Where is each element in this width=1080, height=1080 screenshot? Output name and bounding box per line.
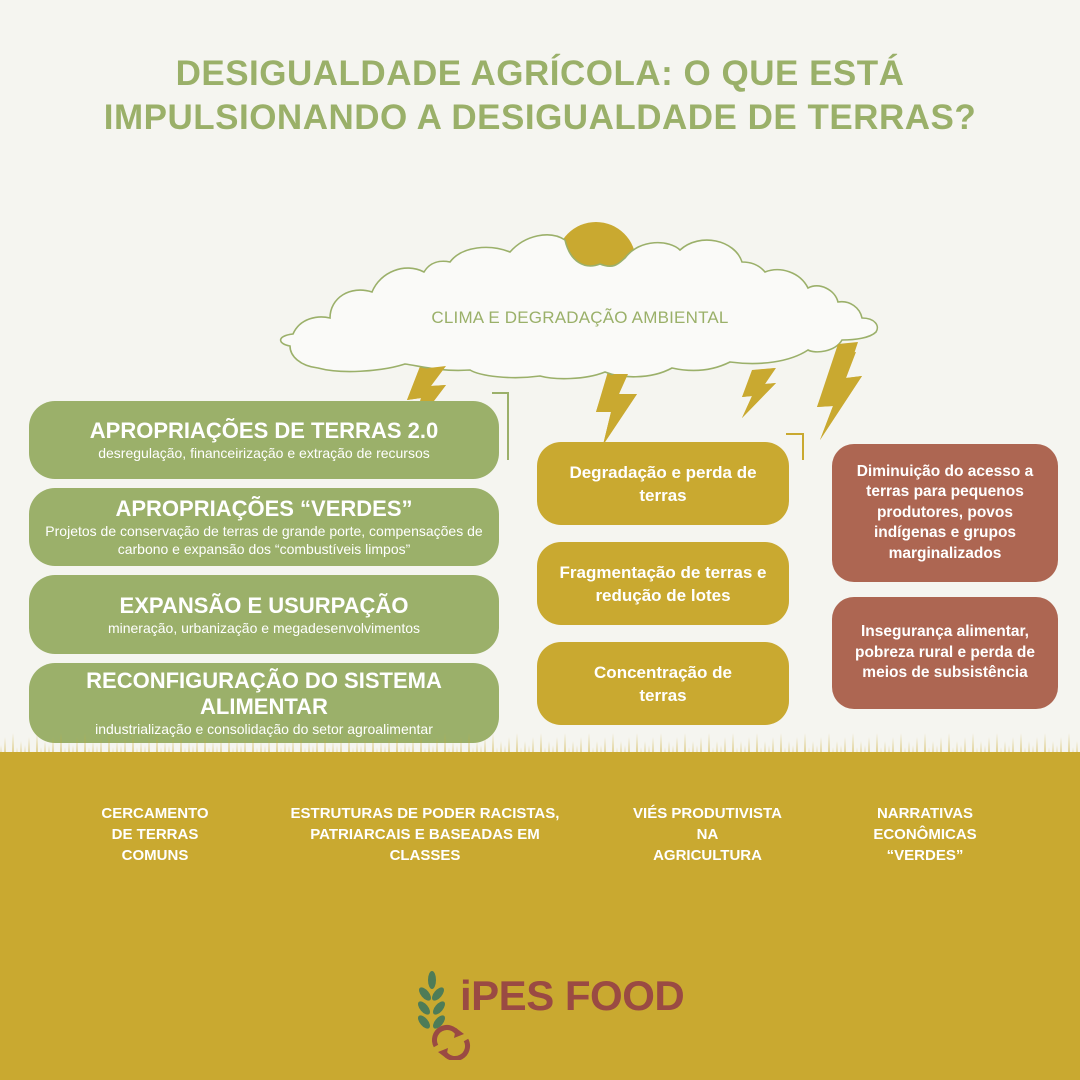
root-cause-line: VIÉS PRODUTIVISTA (633, 805, 782, 822)
root-cause-productivist-bias: VIÉS PRODUTIVISTA NA AGRICULTURA (610, 803, 805, 866)
root-cause-line: CLASSES (389, 847, 461, 864)
process-box-concentration: Concentração de terras (537, 642, 789, 725)
grass-edge (0, 725, 1080, 775)
root-cause-power-structures: ESTRUTURAS DE PODER RACISTAS, PATRIARCAI… (270, 803, 580, 866)
process-box-fragmentation: Fragmentação de terras e redução de lote… (537, 542, 789, 625)
process-label: Degradação e perda de terras (569, 462, 757, 505)
root-cause-green-narratives: NARRATIVAS ECONÔMICAS “VERDES” (855, 803, 995, 866)
recycle-arrows-icon (431, 1024, 471, 1060)
title-line-2: IMPULSIONANDO A DESIGUALDADE DE TERRAS? (103, 98, 977, 137)
root-cause-line: COMUNS (121, 847, 189, 864)
cloud-label: CLIMA E DEGRADAÇÃO AMBIENTAL (431, 308, 729, 327)
climate-cloud-illustration (279, 222, 879, 460)
processes-bracket (786, 433, 804, 460)
process-label: Fragmentação de terras e redução de lote… (559, 562, 767, 605)
driver-box-green-grabs: APROPRIAÇÕES “VERDES” Projetos de conser… (29, 488, 499, 566)
ground-band (0, 752, 1080, 1080)
driver-subtext: Projetos de conservação de terras de gra… (45, 523, 483, 557)
root-cause-line: “VERDES” (886, 847, 964, 864)
driver-box-expansion: EXPANSÃO E USURPAÇÃO mineração, urbaniza… (29, 575, 499, 654)
title-line-1: DESIGUALDADE AGRÍCOLA: O QUE ESTÁ (175, 54, 905, 93)
root-cause-line: NA (696, 826, 719, 843)
root-cause-enclosure: CERCAMENTO DE TERRAS COMUNS (70, 803, 240, 866)
root-cause-line: NARRATIVAS (876, 805, 974, 822)
root-cause-line: PATRIARCAIS E BASEADAS EM (310, 826, 540, 843)
driver-heading: EXPANSÃO E USURPAÇÃO (119, 592, 409, 618)
driver-subtext: desregulação, financeirização e extração… (98, 445, 430, 461)
wheat-icon (418, 971, 445, 1029)
outcome-box-insecurity: Insegurança alimentar, pobreza rural e p… (832, 597, 1058, 709)
driver-box-land-grabs: APROPRIAÇÕES DE TERRAS 2.0 desregulação,… (29, 401, 499, 479)
process-label: Concentração de terras (594, 662, 732, 705)
driver-heading: APROPRIAÇÕES “VERDES” (115, 496, 413, 521)
outcome-box-access: Diminuição do acesso a terras para peque… (832, 444, 1058, 582)
ipes-food-logo (418, 971, 471, 1060)
driver-subtext: mineração, urbanização e megadesenvolvim… (107, 619, 421, 636)
drivers-bracket (492, 392, 509, 460)
root-cause-line: ESTRUTURAS DE PODER RACISTAS, (290, 805, 560, 822)
driver-heading: APROPRIAÇÕES DE TERRAS 2.0 (89, 418, 439, 443)
root-cause-line: DE TERRAS (111, 826, 199, 843)
page-title: DESIGUALDADE AGRÍCOLA: O QUE ESTÁ IMPULS… (0, 52, 1080, 140)
cloud-shape (279, 234, 879, 380)
logo-text: iPES FOOD (460, 972, 685, 1019)
root-cause-line: AGRICULTURA (653, 847, 762, 864)
process-box-degradation: Degradação e perda de terras (537, 442, 789, 525)
outcome-label: Insegurança alimentar, pobreza rural e p… (854, 623, 1036, 682)
outcome-label: Diminuição do acesso a terras para peque… (856, 462, 1034, 562)
root-cause-line: ECONÔMICAS (873, 826, 977, 843)
driver-heading: RECONFIGURAÇÃO DO SISTEMA ALIMENTAR (86, 668, 442, 719)
root-cause-line: CERCAMENTO (101, 805, 209, 822)
